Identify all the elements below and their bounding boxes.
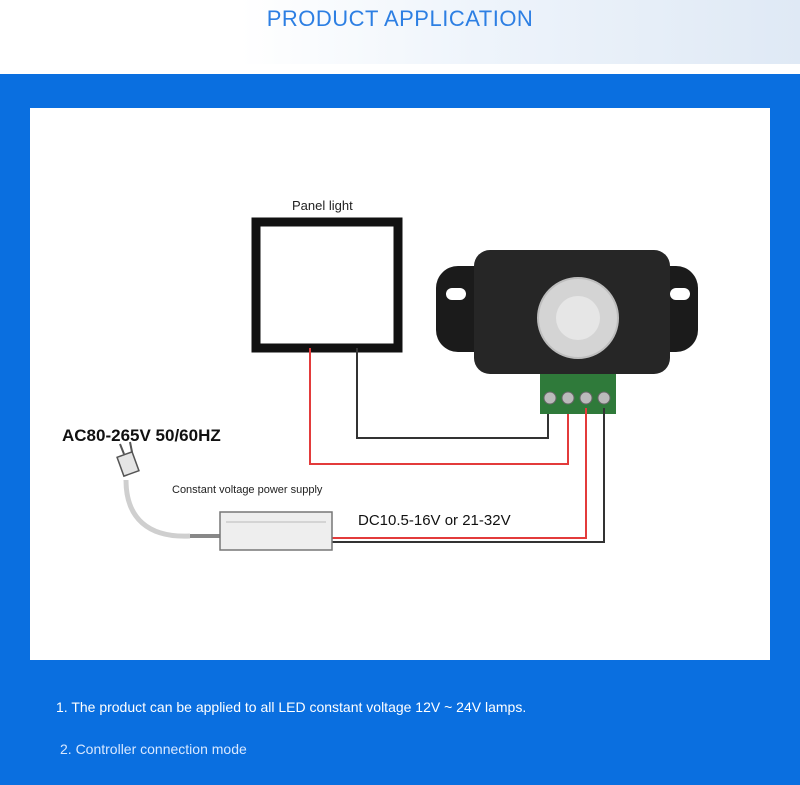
- terminal-screw: [579, 391, 593, 405]
- power-supply-box: [219, 511, 333, 551]
- dc-red-wire: [330, 408, 587, 539]
- panel-light: [251, 217, 403, 353]
- header-bar: PRODUCT APPLICATION: [0, 0, 800, 64]
- diagram-panel: Panel light AC80-265V 50/60HZ: [30, 108, 770, 660]
- power-supply: [190, 511, 333, 551]
- power-supply-label: Constant voltage power supply: [172, 484, 323, 496]
- mount-hole-left: [446, 288, 466, 300]
- dc-black-wire: [330, 408, 605, 543]
- terminal-screw: [561, 391, 575, 405]
- ac-cable: [123, 479, 191, 539]
- note-led-lamps: 1. The product can be applied to all LED…: [56, 699, 527, 715]
- panel-black-wire: [356, 348, 549, 439]
- ac-input-label: AC80-265V 50/60HZ: [62, 426, 221, 445]
- panel-red-wire: [309, 348, 569, 465]
- header-divider: [0, 64, 800, 74]
- terminal-screw: [597, 391, 611, 405]
- terminal-screw: [543, 391, 557, 405]
- mount-hole-right: [670, 288, 690, 300]
- wiring-diagram: Panel light AC80-265V 50/60HZ: [62, 198, 698, 551]
- pir-lens-highlight: [556, 296, 600, 340]
- panel-light-label: Panel light: [292, 198, 353, 213]
- ac-plug-icon: [116, 441, 140, 478]
- dc-output-label: DC10.5-16V or 21-32V: [358, 512, 511, 529]
- page-title: PRODUCT APPLICATION: [266, 6, 534, 31]
- note-connection-mode: 2. Controller connection mode: [60, 741, 247, 757]
- pir-controller: [436, 250, 698, 414]
